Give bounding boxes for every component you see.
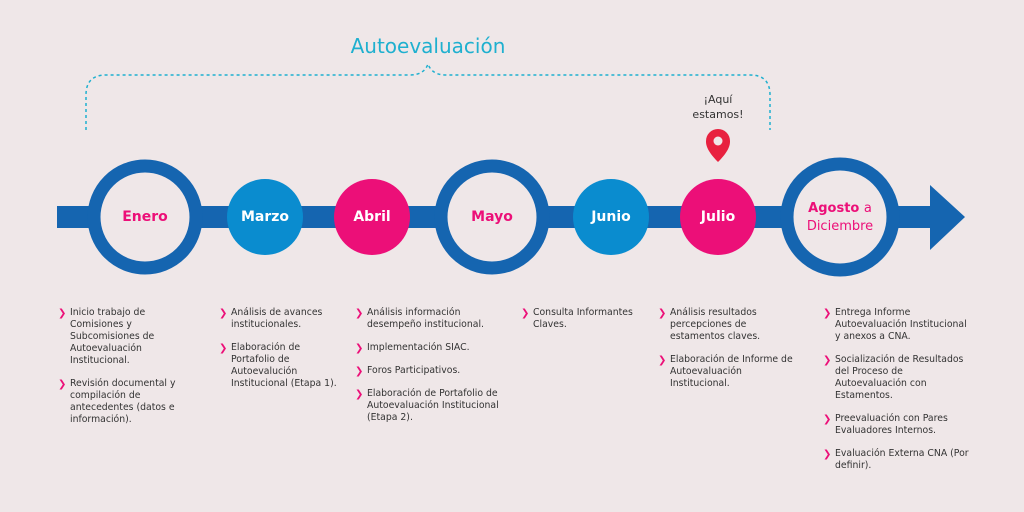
chevron-right-icon: ❯	[355, 343, 364, 354]
task-text: Análisis información desempeño instituci…	[367, 307, 484, 330]
chevron-right-icon: ❯	[58, 308, 67, 319]
task-column: ❯Análisis información desempeño instituc…	[355, 307, 505, 435]
task-item: ❯Elaboración de Informe de Autoevaluació…	[658, 354, 803, 390]
label-mayo: Mayo	[471, 209, 513, 225]
chevron-right-icon: ❯	[219, 343, 228, 354]
task-item: ❯Elaboración de Portafolio de Autoevaluc…	[219, 342, 339, 390]
task-item: ❯Evaluación Externa CNA (Por definir).	[823, 448, 973, 472]
section-title: Autoevaluación	[350, 34, 506, 58]
chevron-right-icon: ❯	[58, 379, 67, 390]
task-text: Preevaluación con Pares Evaluadores Inte…	[835, 413, 948, 436]
a-text: a	[863, 201, 872, 216]
task-item: ❯Análisis resultados percepciones de est…	[658, 307, 803, 343]
task-text: Socialización de Resultados del Proceso …	[835, 354, 964, 401]
task-item: ❯Entrega Informe Autoevaluación Instituc…	[823, 307, 973, 343]
task-text: Análisis de avances institucionales.	[231, 307, 323, 330]
task-item: ❯Implementación SIAC.	[355, 342, 505, 354]
label-marzo: Marzo	[240, 209, 290, 225]
chevron-right-icon: ❯	[823, 308, 832, 319]
task-text: Elaboración de Portafolio de Autoevaluac…	[367, 388, 499, 423]
marker-line2: estamos!	[692, 108, 744, 121]
circle-marzo	[227, 179, 303, 255]
task-text: Implementación SIAC.	[367, 342, 470, 353]
task-column: ❯Entrega Informe Autoevaluación Instituc…	[823, 307, 973, 483]
task-column: ❯Inicio trabajo de Comisiones y Subcomis…	[58, 307, 193, 437]
task-item: ❯Análisis de avances institucionales.	[219, 307, 339, 331]
arrow-head	[930, 185, 965, 250]
chevron-right-icon: ❯	[355, 366, 364, 377]
task-item: ❯Revisión documental y compilación de an…	[58, 378, 193, 426]
circle-julio	[680, 179, 756, 255]
task-text: Evaluación Externa CNA (Por definir).	[835, 448, 969, 471]
chevron-right-icon: ❯	[355, 389, 364, 400]
chevron-right-icon: ❯	[823, 449, 832, 460]
diciembre-text: Diciembre	[806, 219, 874, 234]
task-item: ❯Consulta Informantes Claves.	[521, 307, 641, 331]
label-julio: Julio	[700, 209, 736, 225]
task-text: Foros Participativos.	[367, 365, 461, 376]
bracket	[85, 61, 771, 130]
task-column: ❯Análisis resultados percepciones de est…	[658, 307, 803, 401]
chevron-right-icon: ❯	[521, 308, 530, 319]
task-item: ❯Preevaluación con Pares Evaluadores Int…	[823, 413, 973, 437]
task-text: Elaboración de Informe de Autoevaluación…	[670, 354, 793, 389]
chevron-right-icon: ❯	[658, 355, 667, 366]
task-text: Entrega Informe Autoevaluación Instituci…	[835, 307, 967, 342]
task-text: Análisis resultados percepciones de esta…	[670, 307, 761, 342]
task-item: ❯Inicio trabajo de Comisiones y Subcomis…	[58, 307, 193, 367]
agosto-text: Agosto	[808, 201, 860, 216]
task-text: Revisión documental y compilación de ant…	[70, 378, 176, 425]
circle-junio	[573, 179, 649, 255]
task-column: ❯Análisis de avances institucionales.❯El…	[219, 307, 339, 401]
circle-mayo	[434, 159, 550, 275]
marker-line1: ¡Aquí	[703, 93, 733, 106]
circle-enero	[87, 159, 203, 275]
task-text: Inicio trabajo de Comisiones y Subcomisi…	[70, 307, 155, 366]
chevron-right-icon: ❯	[658, 308, 667, 319]
chevron-right-icon: ❯	[355, 308, 364, 319]
circle-agosto	[780, 157, 900, 277]
label-junio: Junio	[591, 209, 631, 225]
task-item: ❯Socialización de Resultados del Proceso…	[823, 354, 973, 402]
task-item: ❯Foros Participativos.	[355, 365, 505, 377]
chevron-right-icon: ❯	[823, 414, 832, 425]
chevron-right-icon: ❯	[823, 355, 832, 366]
task-text: Elaboración de Portafolio de Autoevaluci…	[231, 342, 337, 389]
task-text: Consulta Informantes Claves.	[533, 307, 633, 330]
task-item: ❯Elaboración de Portafolio de Autoevalua…	[355, 388, 505, 424]
current-position-label: ¡Aquí estamos!	[668, 92, 768, 122]
task-column: ❯Consulta Informantes Claves.	[521, 307, 641, 342]
label-abril: Abril	[353, 209, 391, 225]
label-enero: Enero	[122, 209, 168, 225]
task-item: ❯Análisis información desempeño instituc…	[355, 307, 505, 331]
circle-abril	[334, 179, 410, 255]
chevron-right-icon: ❯	[219, 308, 228, 319]
location-pin-icon	[706, 129, 730, 162]
